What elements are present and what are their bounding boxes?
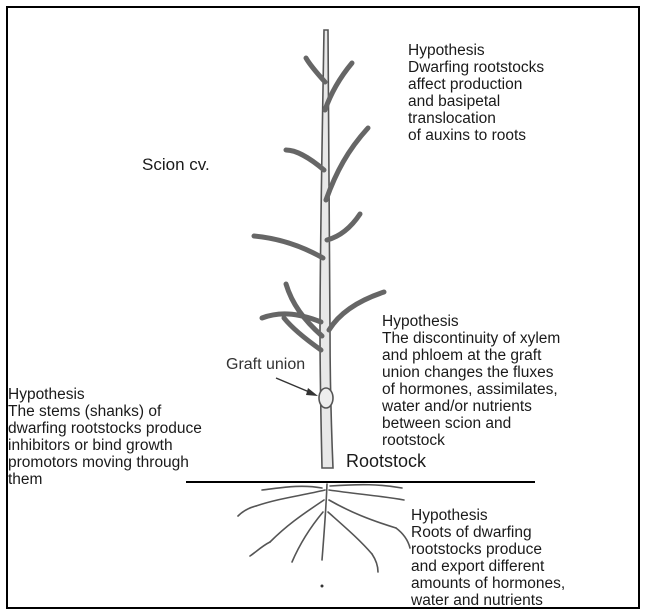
graft-union-knob bbox=[319, 388, 333, 408]
rootlet-4 bbox=[372, 554, 378, 572]
roots bbox=[238, 484, 410, 572]
soil-dot bbox=[321, 585, 324, 588]
branch-lower-left-2 bbox=[262, 314, 321, 322]
branch-upper-right bbox=[326, 128, 368, 200]
branch-mid-left bbox=[254, 236, 323, 258]
root-right-2 bbox=[329, 500, 396, 528]
branches bbox=[254, 58, 384, 350]
hypothesis-auxin-text: Hypothesis Dwarfing rootstocks affect pr… bbox=[408, 42, 544, 144]
hypothesis-stem-text: Hypothesis The stems (shanks) of dwarfin… bbox=[8, 386, 202, 488]
rootlet-3 bbox=[238, 506, 256, 516]
branch-top-left bbox=[306, 58, 325, 82]
root-right-1 bbox=[329, 490, 404, 500]
hypothesis-graft-text: Hypothesis The discontinuity of xylem an… bbox=[382, 313, 560, 449]
branch-mid-right bbox=[327, 214, 360, 240]
hypothesis-roots-text: Hypothesis Roots of dwarfing rootstocks … bbox=[411, 507, 565, 609]
branch-lower-right bbox=[329, 292, 384, 330]
graft-union-label: Graft union bbox=[226, 356, 305, 373]
root-left-4 bbox=[262, 486, 322, 490]
branch-upper-left bbox=[286, 150, 324, 170]
graft-arrow bbox=[276, 378, 318, 396]
scion-label: Scion cv. bbox=[142, 156, 210, 173]
root-left-1 bbox=[256, 490, 325, 506]
root-right-4 bbox=[330, 485, 402, 488]
root-main bbox=[322, 484, 327, 560]
branch-lower-left-3 bbox=[284, 318, 321, 350]
rootstock-label: Rootstock bbox=[346, 453, 426, 470]
root-right-3 bbox=[328, 512, 372, 554]
rootlet-1 bbox=[250, 542, 270, 556]
rootlet-2 bbox=[396, 528, 410, 548]
